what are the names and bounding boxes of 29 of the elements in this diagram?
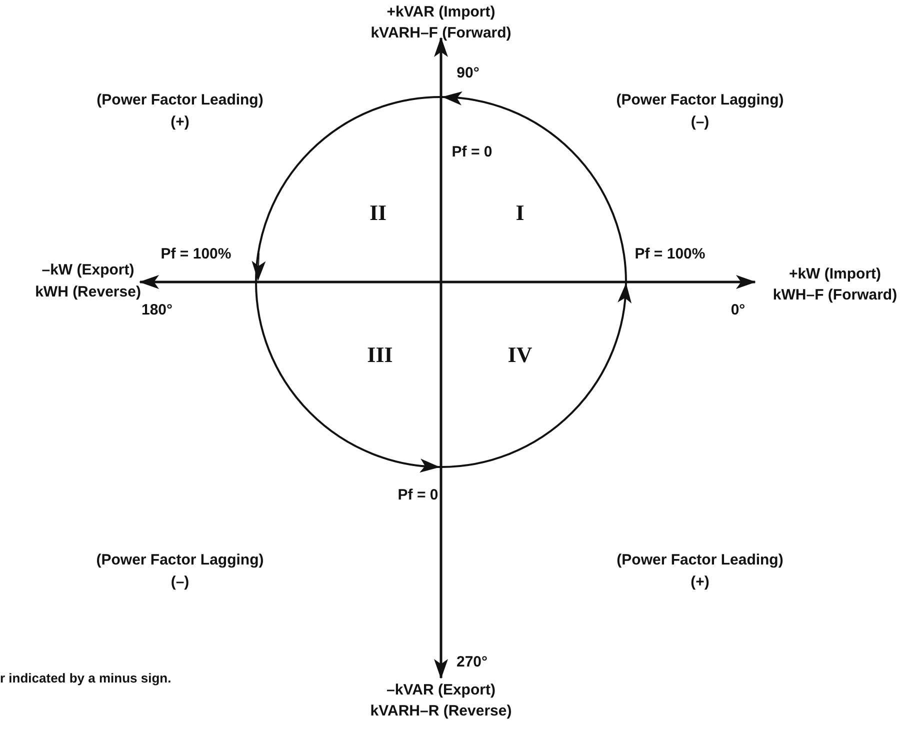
quadrant-note: (Power Factor Leading) [616, 552, 784, 568]
axis-label: kVARH–R (Reverse) [370, 702, 512, 720]
power-factor-label: Pf = 100% [634, 246, 706, 262]
axis-label: –kVAR (Export) [386, 682, 496, 698]
angle-label: 90° [456, 64, 480, 82]
footnote: r indicated by a minus sign. [0, 670, 172, 686]
axis-label: kWH (Reverse) [35, 284, 141, 300]
axis-label: kVARH–F (Forward) [370, 24, 512, 42]
quadrant-numeral: IV [508, 342, 532, 368]
power-factor-label: Pf = 0 [452, 144, 492, 160]
quadrant-note: (Power Factor Lagging) [616, 92, 784, 108]
axis-label: +kVAR (Import) [386, 4, 496, 20]
angle-label: 0° [730, 302, 746, 318]
quadrant-note: (Power Factor Leading) [96, 92, 264, 108]
axis-label: +kW (Import) [788, 266, 882, 282]
angle-label: 270° [456, 654, 488, 670]
quadrant-numeral: I [516, 200, 524, 226]
quadrant-note: (Power Factor Lagging) [96, 552, 264, 568]
angle-label: 180° [141, 302, 173, 318]
power-factor-label: Pf = 100% [160, 246, 232, 262]
power-factor-label: Pf = 0 [398, 486, 438, 504]
sign-label: (+) [690, 574, 710, 590]
axis-label: kWH–F (Forward) [772, 286, 898, 304]
axis-label: –kW (Export) [42, 262, 134, 278]
quadrant-numeral: II [369, 200, 387, 226]
sign-label: (–) [170, 574, 190, 590]
quadrant-numeral: III [367, 342, 393, 368]
sign-label: (+) [170, 114, 190, 130]
sign-label: (–) [690, 114, 710, 130]
